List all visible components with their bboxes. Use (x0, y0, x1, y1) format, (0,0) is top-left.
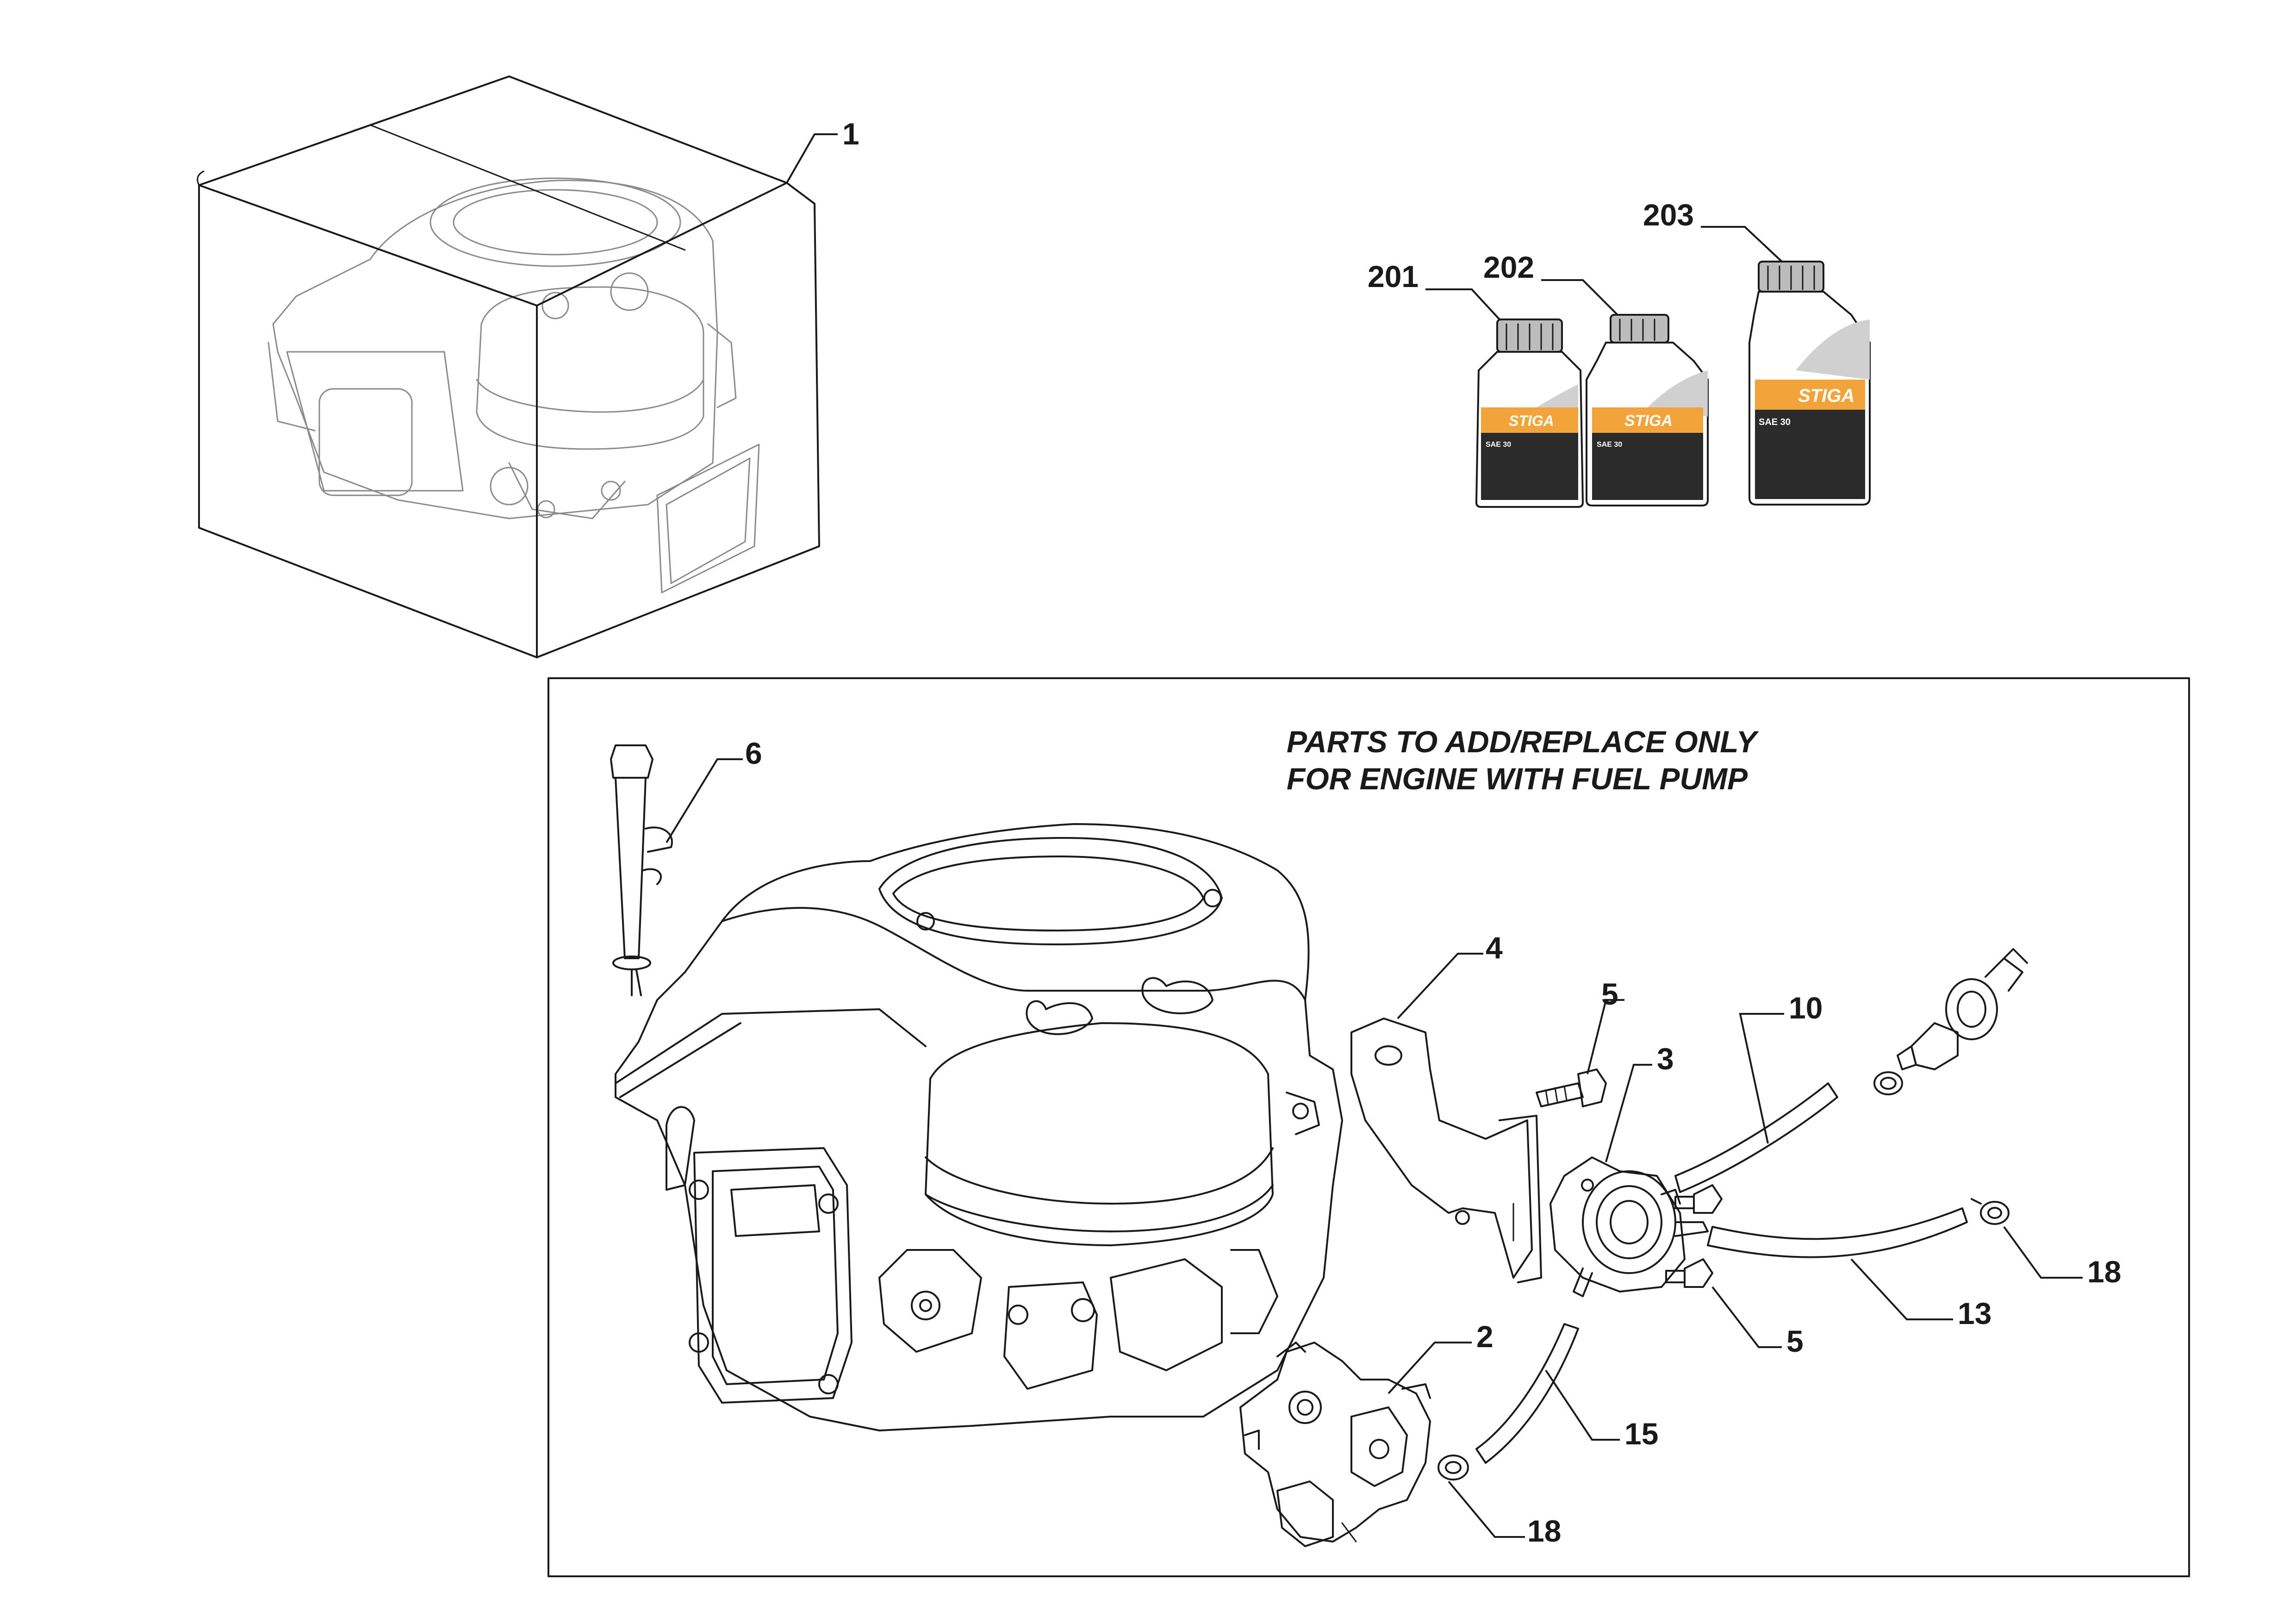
hose-clip-upper (1873, 1071, 1903, 1095)
callout-203: 203 (1643, 198, 1694, 232)
leader-15 (1545, 1369, 1620, 1441)
leader-3 (1605, 1064, 1652, 1162)
leader-202 (1541, 279, 1618, 316)
callout-1: 1 (842, 117, 859, 151)
dipstick-tube (610, 744, 673, 996)
leader-201 (1425, 288, 1500, 320)
note-line-2: FOR ENGINE WITH FUEL PUMP (1287, 762, 1748, 796)
engine-assembly-box (197, 75, 820, 658)
bolt-upper (1536, 1068, 1607, 1107)
leader-203 (1701, 226, 1783, 262)
leader-10 (1739, 1013, 1784, 1144)
leader-4 (1397, 953, 1483, 1019)
inline-fuel-filter (1897, 948, 2028, 1070)
leader-18b (1448, 1480, 1525, 1538)
leader-18a (2003, 1226, 2083, 1279)
fuel-hose-15 (1475, 1323, 1579, 1464)
hose-clip-right (1971, 1198, 2010, 1225)
leader-5b (1711, 1286, 1782, 1348)
bottle-202-grade: SAE 30 (1597, 441, 1622, 449)
oil-bottle-201: STIGA SAE 30 (1475, 319, 1584, 508)
fuel-hose-10 (1674, 1082, 1838, 1193)
callout-201: 201 (1368, 259, 1419, 294)
leader-1 (786, 133, 838, 183)
bottle-202-brand: STIGA (1624, 412, 1673, 430)
oil-bottle-202: STIGA SAE 30 (1586, 314, 1709, 506)
callout-3: 3 (1657, 1042, 1674, 1076)
callout-5b: 5 (1786, 1324, 1804, 1358)
callout-18a: 18 (2087, 1255, 2121, 1289)
engine-drawing (615, 823, 1343, 1431)
bottle-201-brand: STIGA (1509, 412, 1554, 429)
bottle-203-grade: SAE 30 (1759, 417, 1791, 427)
bolt-lower (1665, 1184, 1723, 1288)
callout-6: 6 (745, 736, 762, 770)
note-line-1: PARTS TO ADD/REPLACE ONLY (1287, 725, 1759, 759)
callout-18b: 18 (1527, 1514, 1561, 1548)
oil-bottle-203: STIGA SAE 30 (1748, 261, 1871, 506)
engine-ghost-drawing (268, 177, 760, 593)
callout-2: 2 (1476, 1319, 1493, 1354)
callout-202: 202 (1483, 250, 1534, 284)
bottle-203-brand: STIGA (1798, 386, 1854, 406)
callout-10: 10 (1789, 991, 1823, 1025)
leader-2 (1388, 1342, 1472, 1394)
fuel-pump-section-frame (548, 677, 2190, 1577)
fuel-pump (1549, 1156, 1709, 1297)
leader-5a (1587, 999, 1624, 1074)
callout-13: 13 (1958, 1296, 1991, 1330)
leader-13 (1850, 1258, 1953, 1320)
carburetor (1239, 1342, 1431, 1547)
hose-clip-lower (1437, 1455, 1469, 1480)
pump-bracket (1350, 1018, 1542, 1283)
callout-15: 15 (1624, 1417, 1658, 1451)
bottle-201-grade: SAE 30 (1486, 441, 1511, 449)
fuel-hose-13 (1707, 1207, 1968, 1258)
leader-6 (666, 758, 743, 843)
callout-4: 4 (1486, 931, 1503, 965)
callout-5a: 5 (1601, 977, 1618, 1011)
